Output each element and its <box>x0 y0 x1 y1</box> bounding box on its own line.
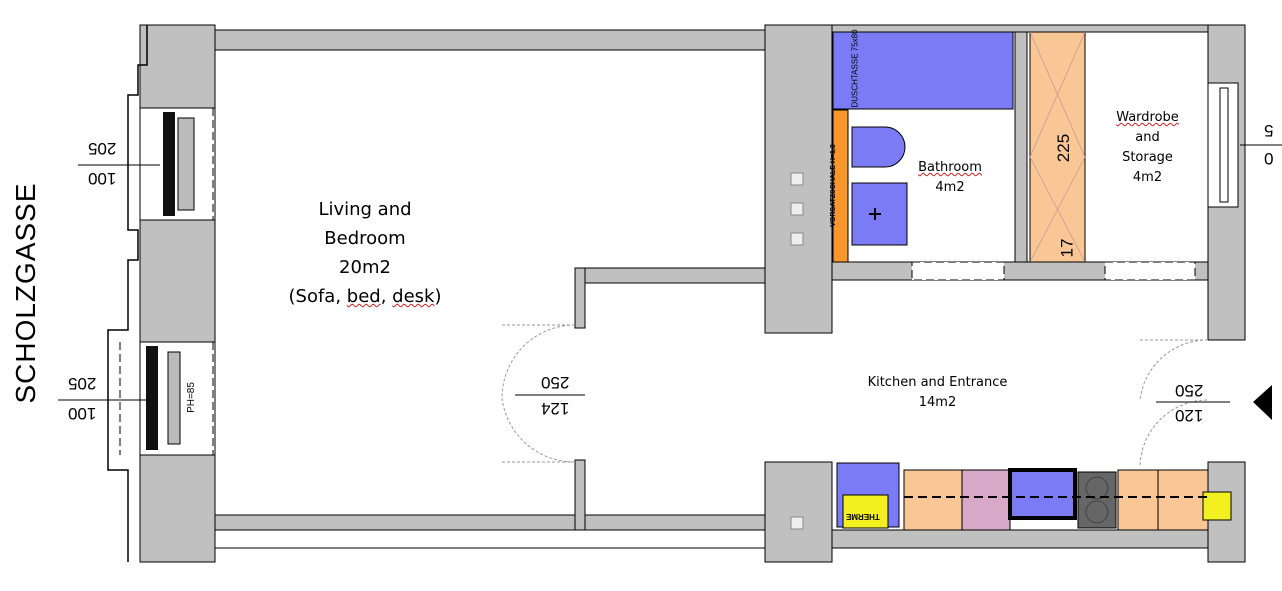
top-wall <box>214 29 766 51</box>
electrical-panel-icon <box>1202 491 1232 521</box>
wardrobe-name-line1: Wardrobe <box>1116 110 1179 125</box>
kitchen-label: Kitchen and Entrance 14m2 <box>850 373 1025 413</box>
dim-wardrobe-small: 17 <box>1057 238 1077 258</box>
kitchen-sink <box>1008 468 1077 520</box>
entrance-arrow-icon <box>1253 385 1272 420</box>
bathroom-label: Bathroom 4m2 <box>905 158 995 198</box>
sink-drain-icon <box>869 208 881 220</box>
vent-icons <box>790 172 804 530</box>
kitchen-area: 14m2 <box>918 395 957 410</box>
partition-wall <box>501 267 766 531</box>
dim-window-right-upper: 5 <box>1264 121 1274 140</box>
window-label: PH=85 <box>185 382 197 413</box>
stove <box>1077 471 1117 529</box>
bathroom-fixtures <box>831 31 1209 281</box>
right-wall <box>1139 24 1282 563</box>
living-name-line1: Living and <box>318 199 412 220</box>
wardrobe-name-line3: Storage <box>1122 150 1173 165</box>
living-room-label: Living and Bedroom 20m2 (Sofa, bed, desk… <box>265 195 465 311</box>
street-name: SCHOLZGASSE <box>10 182 41 404</box>
dim-door-entrance-lower: 120 <box>1175 406 1204 425</box>
kitchen-name: Kitchen and Entrance <box>867 375 1008 390</box>
living-name-line2: Bedroom <box>324 228 406 249</box>
dim-window-top-upper: 205 <box>88 139 117 158</box>
dim-window-right-lower: 0 <box>1264 149 1274 168</box>
wardrobe-name-line2: and <box>1135 130 1160 145</box>
central-column-lower <box>764 461 833 563</box>
note-desk: desk <box>392 286 435 307</box>
dim-door-living-upper: 250 <box>541 373 570 392</box>
dim-window-bottom-lower: 100 <box>68 404 97 423</box>
dim-wardrobe-depth: 225 <box>1054 133 1074 163</box>
note-paren: ( <box>288 286 296 307</box>
note-bed: bed <box>346 286 381 307</box>
dim-door-living-lower: 124 <box>541 399 570 418</box>
bottom-wall <box>214 514 766 531</box>
wardrobe-label: Wardrobe and Storage 4m2 <box>1100 108 1195 188</box>
shower-label: DUSCHTASSE 75x80 <box>850 29 860 108</box>
living-note: (Sofa, bed, desk) <box>265 282 465 311</box>
living-area: 20m2 <box>339 257 391 278</box>
installation-wall-label: VORSATZSCHALE H=1.3 <box>829 144 837 227</box>
wardrobe-area: 4m2 <box>1132 170 1163 185</box>
toilet-icon <box>851 126 906 168</box>
note-sep: , <box>380 286 393 307</box>
note-sofa: Sofa <box>295 286 336 307</box>
shower-tray <box>832 31 1014 110</box>
dim-window-top-lower: 100 <box>88 169 117 188</box>
kitchen-counter <box>831 462 1232 549</box>
dim-door-entrance-upper: 250 <box>1175 381 1204 400</box>
bathroom-name: Bathroom <box>918 160 982 175</box>
note-paren: ) <box>434 286 442 307</box>
bathroom-area: 4m2 <box>935 180 965 195</box>
left-wall <box>58 24 216 563</box>
boiler-label: THERME <box>846 512 880 521</box>
note-sep: , <box>335 286 347 307</box>
dim-window-bottom-upper: 205 <box>68 374 97 393</box>
wardrobe-unit <box>1029 31 1086 263</box>
